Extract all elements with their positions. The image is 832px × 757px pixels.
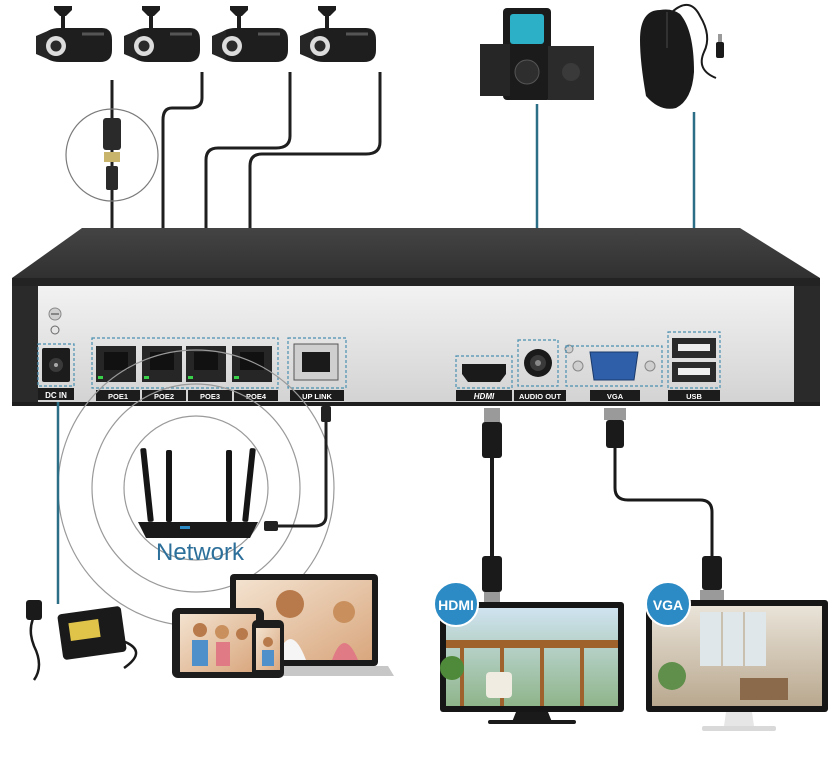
- hdmi-badge-label: HDMI: [438, 597, 474, 613]
- hdmi-port: HDMI: [455, 355, 513, 401]
- cable-magnifier: [65, 108, 159, 202]
- poe1-label: POE1: [108, 392, 128, 401]
- dc-in-label: DC IN: [45, 391, 67, 400]
- phone-icon: [252, 620, 284, 678]
- ground-screw-icon: [48, 307, 62, 335]
- uplink-port: UP LINK: [287, 337, 347, 401]
- mouse-icon: [640, 4, 724, 109]
- audio-out-label: AUDIO OUT: [519, 392, 562, 401]
- vga-badge: VGA: [645, 581, 691, 627]
- vga-badge-label: VGA: [653, 597, 683, 613]
- poe4-label: POE4: [246, 392, 267, 401]
- usb-port-label: USB: [686, 392, 702, 401]
- hdmi-port-label: HDMI: [474, 392, 495, 401]
- screw-icon: [564, 344, 574, 354]
- hdmi-badge: HDMI: [433, 581, 479, 627]
- bullet-camera-icon: [210, 4, 290, 64]
- hdmi-cable: [482, 408, 502, 604]
- vga-cable: [604, 408, 724, 602]
- bullet-camera-icon: [122, 4, 202, 64]
- usb-port: USB: [667, 331, 721, 401]
- speaker-icon: [480, 8, 594, 100]
- uplink-label: UP LINK: [302, 392, 332, 401]
- bullet-camera-icon: [34, 4, 114, 64]
- monitor-icon: [440, 602, 624, 724]
- router-icon: [138, 448, 258, 538]
- power-adapter-icon: [26, 600, 138, 681]
- bullet-camera-icon: [298, 4, 378, 64]
- poe3-label: POE3: [200, 392, 220, 401]
- poe1-port: [96, 346, 136, 382]
- dc-in-port: DC IN: [37, 343, 75, 400]
- poe2-label: POE2: [154, 392, 174, 401]
- tablet-icon: [172, 608, 264, 678]
- audio-out-port: AUDIO OUT: [514, 339, 566, 401]
- uplink-cable: [264, 406, 331, 531]
- vga-port-label: VGA: [607, 392, 624, 401]
- vga-port: VGA: [565, 345, 663, 401]
- network-label: Network: [156, 539, 245, 566]
- poe4-port: [232, 346, 272, 382]
- poe3-port: [186, 346, 226, 382]
